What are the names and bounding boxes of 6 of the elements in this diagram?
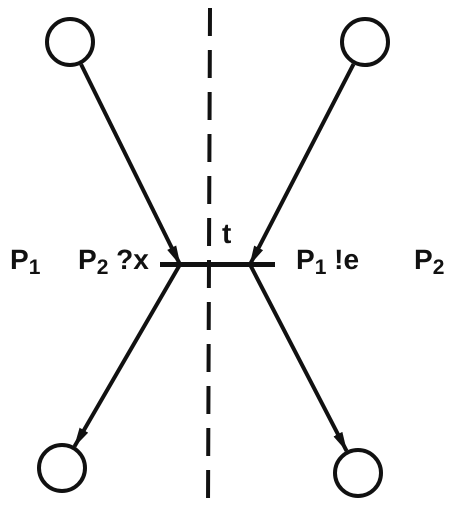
junction-bar [160,262,275,267]
process-label: P$_{2}$ [414,246,444,274]
process-label: P$_{1}$ [10,246,40,274]
process-label: P$_{1}$ !e [296,246,360,274]
node-caption: t [222,220,232,248]
process-label: P$_{2}$ ?x [78,246,149,274]
